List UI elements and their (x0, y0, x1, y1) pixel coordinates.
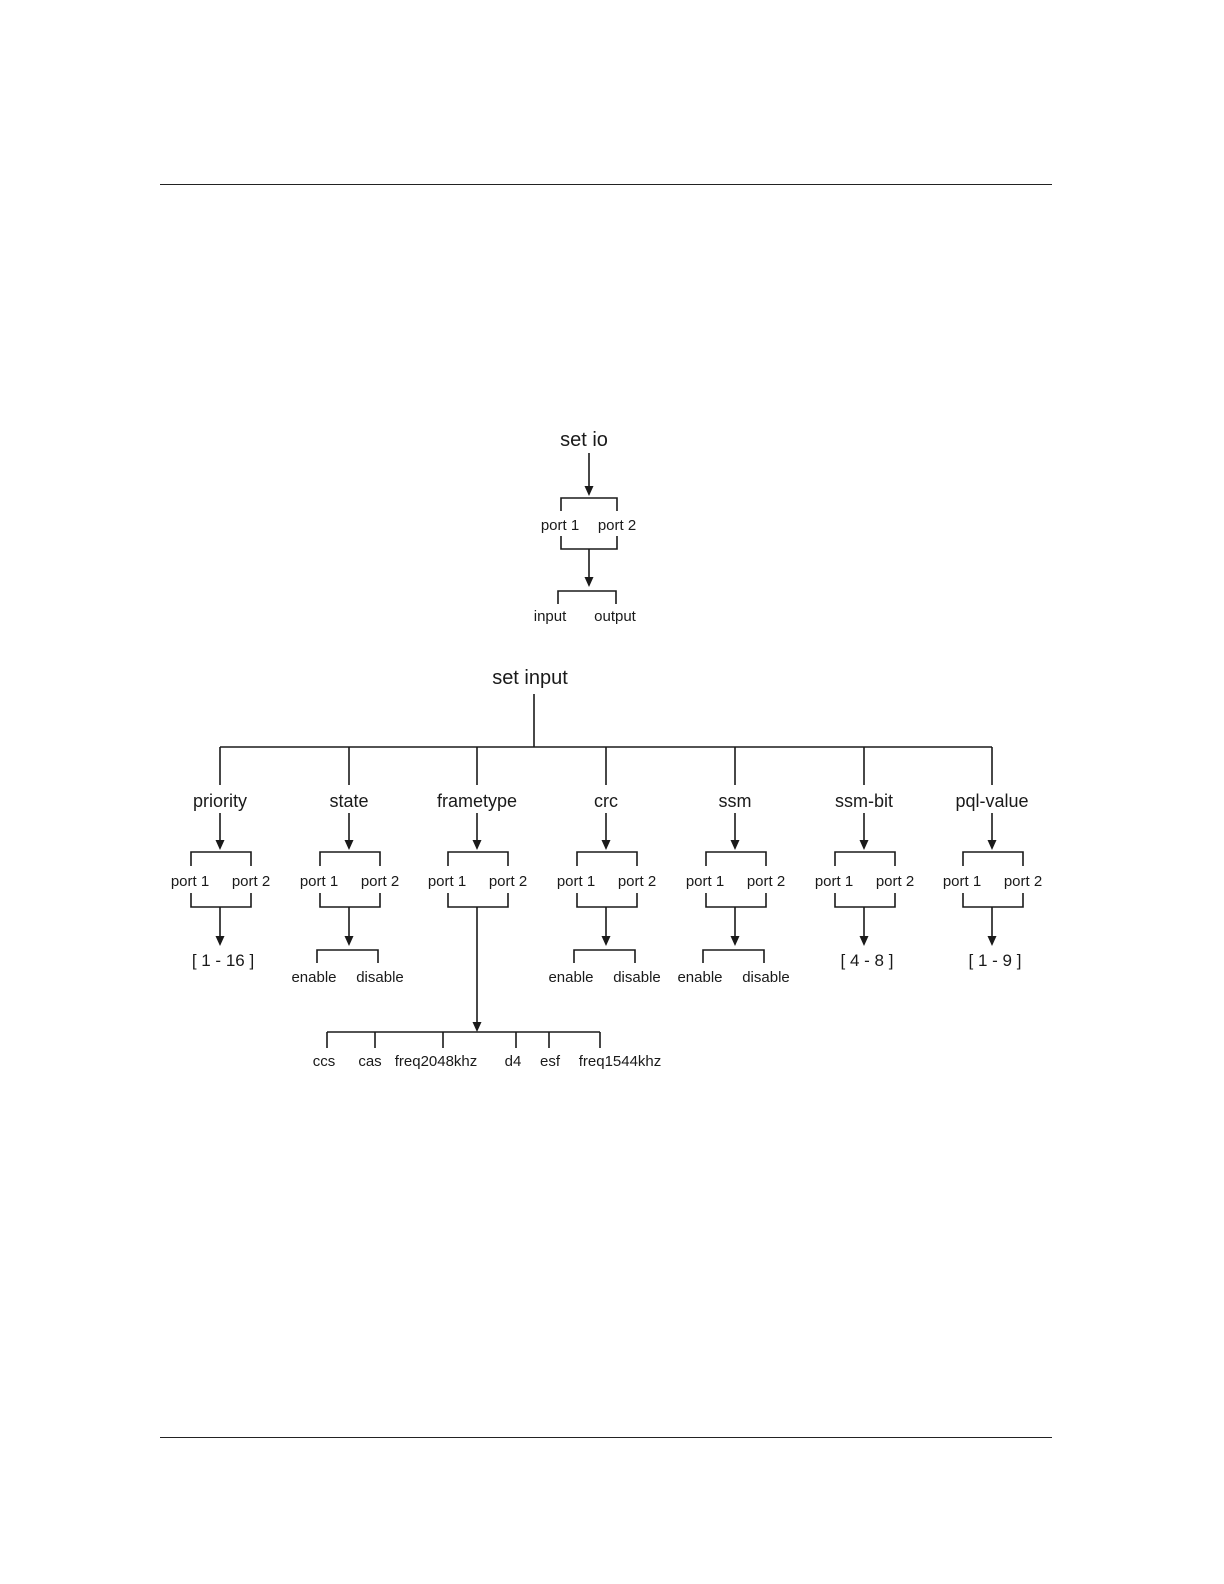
branch-ssm-bit-port-1-label: port 1 (815, 873, 853, 890)
branch-state-label: state (329, 791, 368, 811)
branch-priority-port-1-label: port 1 (171, 873, 209, 890)
branch-state-option-1-label: enable (291, 969, 336, 986)
branch-ssm-bit-label: ssm-bit (835, 791, 893, 811)
branch-ssm-port-bracket-bottom (705, 893, 767, 908)
branch-crc-port-1-label: port 1 (557, 873, 595, 890)
branch-ssm-option-bracket (702, 949, 765, 963)
set-input-title: set input (492, 667, 568, 689)
branch-crc-label: crc (594, 791, 618, 811)
branch-frametype-label: frametype (437, 791, 517, 811)
branch-ssm-port-2-label: port 2 (747, 873, 785, 890)
branch-crc-port-bracket-bottom (576, 893, 638, 908)
branch-state-option-bracket (316, 949, 379, 963)
set-io-input-label: input (534, 608, 567, 625)
branch-pql-value-port-bracket-bottom (962, 893, 1024, 908)
set-io-direction-bracket (557, 590, 617, 604)
branch-ssm-port-1-label: port 1 (686, 873, 724, 890)
footer-rule (160, 1437, 1052, 1438)
branch-ssm-bit-port-bracket-bottom (834, 893, 896, 908)
branch-ssm-label: ssm (719, 791, 752, 811)
set-io-port-bracket-top (560, 497, 618, 511)
set-io-arrow-1-head (584, 486, 594, 496)
frametype-option-d4-label: d4 (505, 1053, 522, 1070)
branch-pql-value-arrow-1-head (987, 840, 997, 850)
branch-ssm-bit-port-2-label: port 2 (876, 873, 914, 890)
branch-crc-option-2-label: disable (613, 969, 661, 986)
branch-state-port-1-label: port 1 (300, 873, 338, 890)
branch-ssm-port-bracket-top (705, 851, 767, 866)
header-rule (160, 184, 1052, 185)
branch-ssm-option-2-label: disable (742, 969, 790, 986)
set-io-port-1-label: port 1 (541, 517, 579, 534)
branch-ssm-arrow-2-head (730, 936, 740, 946)
frametype-option-freq2048khz-label: freq2048khz (395, 1053, 478, 1070)
branch-ssm-bit-arrow-1-head (859, 840, 869, 850)
branch-state-port-bracket-bottom (319, 893, 381, 908)
branch-pql-value-port-2-label: port 2 (1004, 873, 1042, 890)
branch-priority-label: priority (193, 791, 247, 811)
branch-pql-value-arrow-2-head (987, 936, 997, 946)
branch-state-arrow-1-head (344, 840, 354, 850)
set-io-port-2-label: port 2 (598, 517, 636, 534)
branch-priority-arrow-1-head (215, 840, 225, 850)
branch-crc-arrow-2-head (601, 936, 611, 946)
set-io-arrow-2-head (584, 577, 594, 587)
frametype-option-ccs-label: ccs (313, 1053, 336, 1070)
branch-frametype-port-bracket-bottom (447, 893, 509, 908)
branch-priority-port-2-label: port 2 (232, 873, 270, 890)
branch-ssm-bit-range-label: [ 4 - 8 ] (841, 951, 894, 970)
branch-ssm-bit-port-bracket-top (834, 851, 896, 866)
branch-pql-value-port-1-label: port 1 (943, 873, 981, 890)
branch-ssm-option-1-label: enable (677, 969, 722, 986)
branch-frametype-arrow-2-head (472, 1022, 482, 1032)
set-io-output-label: output (594, 608, 637, 625)
branch-priority-port-bracket-bottom (190, 893, 252, 908)
branch-frametype-port-1-label: port 1 (428, 873, 466, 890)
branch-pql-value-range-label: [ 1 - 9 ] (969, 951, 1022, 970)
frametype-option-cas-label: cas (358, 1053, 381, 1070)
branch-state-port-2-label: port 2 (361, 873, 399, 890)
branch-pql-value-label: pql-value (955, 791, 1028, 811)
branch-frametype-arrow-1-head (472, 840, 482, 850)
branch-crc-arrow-1-head (601, 840, 611, 850)
branch-state-arrow-2-head (344, 936, 354, 946)
branch-crc-port-bracket-top (576, 851, 638, 866)
branch-priority-arrow-2-head (215, 936, 225, 946)
branch-ssm-arrow-1-head (730, 840, 740, 850)
set-io-port-bracket-bottom (560, 536, 618, 550)
frametype-option-esf-label: esf (540, 1053, 561, 1070)
set-io-title: set io (560, 429, 608, 451)
branch-frametype-port-2-label: port 2 (489, 873, 527, 890)
branch-priority-range-label: [ 1 - 16 ] (192, 951, 254, 970)
branch-state-port-bracket-top (319, 851, 381, 866)
branch-pql-value-port-bracket-top (962, 851, 1024, 866)
branch-frametype-port-bracket-top (447, 851, 509, 866)
branch-crc-option-bracket (573, 949, 636, 963)
branch-ssm-bit-arrow-2-head (859, 936, 869, 946)
branch-crc-option-1-label: enable (548, 969, 593, 986)
frametype-option-freq1544khz-label: freq1544khz (579, 1053, 662, 1070)
branch-state-option-2-label: disable (356, 969, 404, 986)
branch-priority-port-bracket-top (190, 851, 252, 866)
branch-crc-port-2-label: port 2 (618, 873, 656, 890)
